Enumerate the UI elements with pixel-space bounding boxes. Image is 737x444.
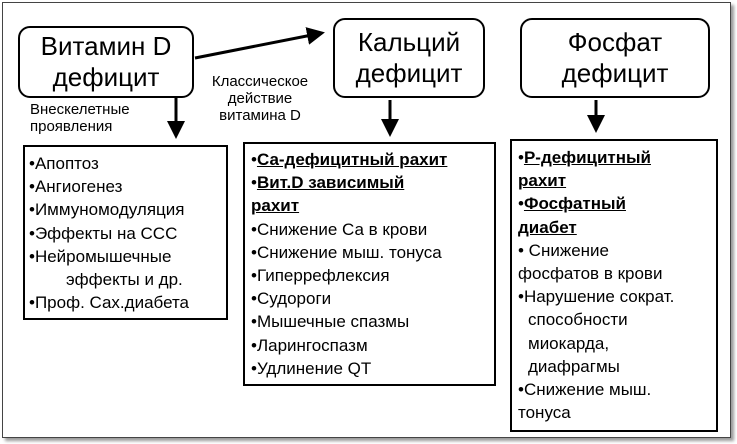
list-item: •Нейромышечные	[29, 246, 172, 266]
classic-action-line2: действие	[227, 90, 293, 107]
vitamin-d-deficit-box: Витамин D дефицит	[18, 26, 194, 98]
list-item: •Мышечные спазмы	[251, 312, 410, 332]
list-item: • Снижение	[518, 240, 610, 260]
list-item: •Проф. Сах.диабета	[29, 293, 190, 313]
extraskeletal-label-line1: Внескелетные	[30, 101, 130, 118]
calcium-heading-1: •Са-дефицитный рахит	[251, 150, 448, 169]
list-item: •Ларингоспазм	[251, 335, 368, 355]
phosphate-heading-4: диабет	[518, 217, 577, 237]
phosphate-heading-text-3: Фосфатный	[523, 194, 626, 214]
vitamin-d-subtitle: дефицит	[52, 62, 160, 92]
phosphate-deficit-box: Фосфат дефицит	[520, 18, 710, 98]
extraskeletal-label: Внескелетные проявления	[30, 101, 130, 135]
list-item: •Снижение Са в крови	[251, 219, 428, 239]
list-item: •Нарушение сократ.	[518, 287, 675, 307]
phosphate-list-box: •Р-дефицитный рахит •Фосфатный диабет • …	[510, 139, 718, 432]
list-item: •Удлинение QT	[251, 358, 372, 378]
list-item: способности	[528, 310, 628, 330]
calcium-list-box: •Са-дефицитный рахит •Вит.D зависимый ра…	[243, 142, 496, 386]
calcium-subtitle: дефицит	[355, 58, 463, 88]
calcium-deficit-box: Кальций дефицит	[333, 18, 485, 98]
list-item: тонуса	[518, 403, 571, 423]
phosphate-heading-2: рахит	[518, 171, 567, 191]
classic-action-line3: витамина D	[219, 107, 301, 124]
list-item: •Эффекты на ССС	[29, 223, 178, 243]
phosphate-heading-text-1: Р-дефицитный	[523, 148, 651, 167]
list-item: •Снижение мыш. тонуса	[251, 242, 442, 262]
phosphate-title: Фосфат	[567, 27, 663, 57]
calcium-title: Кальций	[357, 27, 461, 57]
arrow-vitamin-to-calcium	[194, 27, 325, 60]
extraskeletal-label-line2: проявления	[30, 118, 113, 135]
vitamin-d-title: Витамин D	[40, 31, 172, 61]
phosphate-heading-1: •Р-дефицитный	[518, 148, 651, 167]
list-item: •Апоптоз	[29, 154, 99, 173]
list-item: диафрагмы	[528, 356, 620, 376]
classic-action-label: Классическое действие витамина D	[195, 73, 325, 124]
extraskeletal-list-box: •Апоптоз •Ангиогенез •Иммуномодуляция •Э…	[23, 145, 228, 320]
calcium-heading-2: •Вит.D зависимый	[251, 173, 405, 193]
list-item: •Снижение мыш.	[518, 380, 652, 400]
calcium-heading-text-2: Вит.D зависимый	[256, 173, 405, 193]
list-item: эффекты и др.	[66, 270, 183, 290]
list-item: •Иммуномодуляция	[29, 200, 185, 220]
list-item: •Гиперрефлексия	[251, 266, 390, 286]
list-item: •Ангиогенез	[29, 177, 123, 197]
list-item: •Судороги	[251, 289, 332, 309]
calcium-heading-3: рахит	[251, 196, 300, 216]
phosphate-heading-3: •Фосфатный	[518, 194, 626, 214]
calcium-heading-text-1: Са-дефицитный рахит	[256, 150, 448, 169]
list-item: миокарда,	[528, 333, 610, 353]
classic-action-line1: Классическое	[211, 73, 309, 90]
phosphate-subtitle: дефицит	[561, 58, 669, 88]
list-item: фосфатов в крови	[518, 264, 663, 284]
